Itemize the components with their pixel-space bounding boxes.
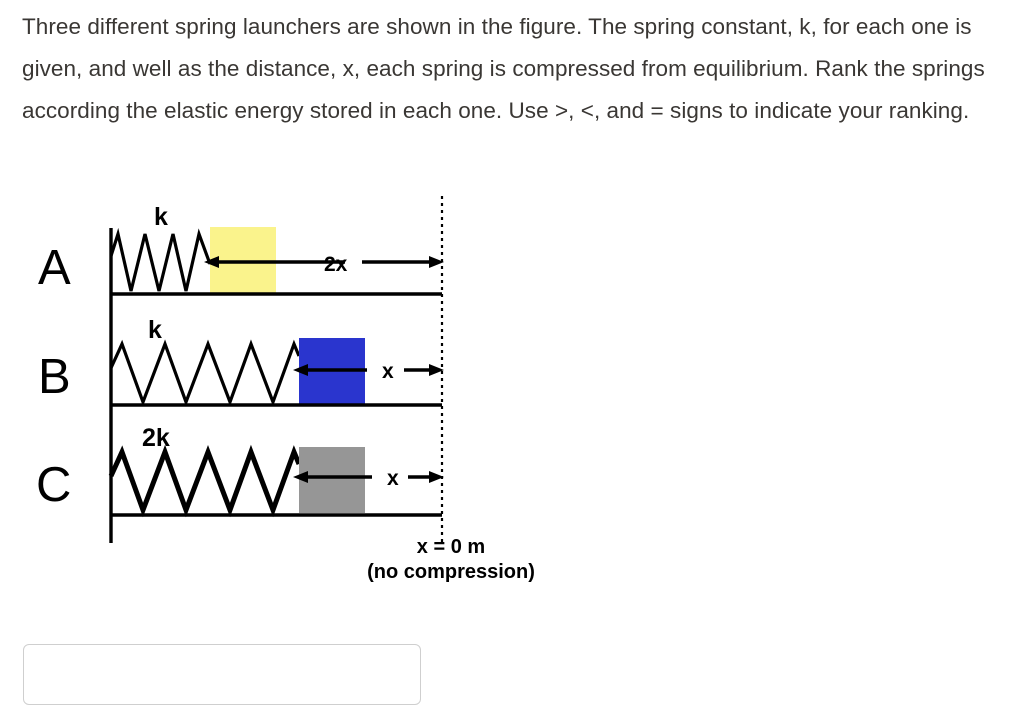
answer-input[interactable]	[23, 644, 421, 705]
row-b-left-arrow	[293, 364, 367, 376]
row-c-group: C 2k x	[36, 424, 444, 518]
row-b-spring	[109, 339, 301, 407]
row-c-right-arrow	[408, 471, 444, 483]
row-b-group: B k x	[38, 316, 444, 407]
spring-launchers-figure: A k 2x B k	[0, 186, 600, 586]
equilibrium-caption-line2: (no compression)	[367, 561, 535, 583]
row-a-compression-label: 2x	[324, 253, 348, 276]
row-a-label: A	[38, 241, 71, 295]
row-a-right-arrow	[362, 256, 444, 268]
row-a-spring	[109, 227, 212, 292]
row-c-label: C	[36, 458, 71, 512]
row-a-left-arrow	[204, 256, 345, 268]
row-b-right-arrow	[404, 364, 444, 376]
row-b-compression-label: x	[382, 360, 394, 383]
row-b-label: B	[38, 350, 71, 404]
row-b-spring-constant-label: k	[148, 316, 162, 344]
question-prompt: Three different spring launchers are sho…	[22, 14, 985, 123]
row-c-left-arrow	[293, 471, 372, 483]
row-c-compression-label: x	[387, 467, 399, 490]
row-a-group: A k 2x	[38, 203, 444, 296]
row-a-block	[210, 227, 276, 293]
equilibrium-caption-line1: x = 0 m	[417, 536, 485, 558]
row-c-block	[299, 447, 365, 513]
row-a-spring-constant-label: k	[154, 203, 168, 231]
row-c-spring	[108, 444, 302, 518]
